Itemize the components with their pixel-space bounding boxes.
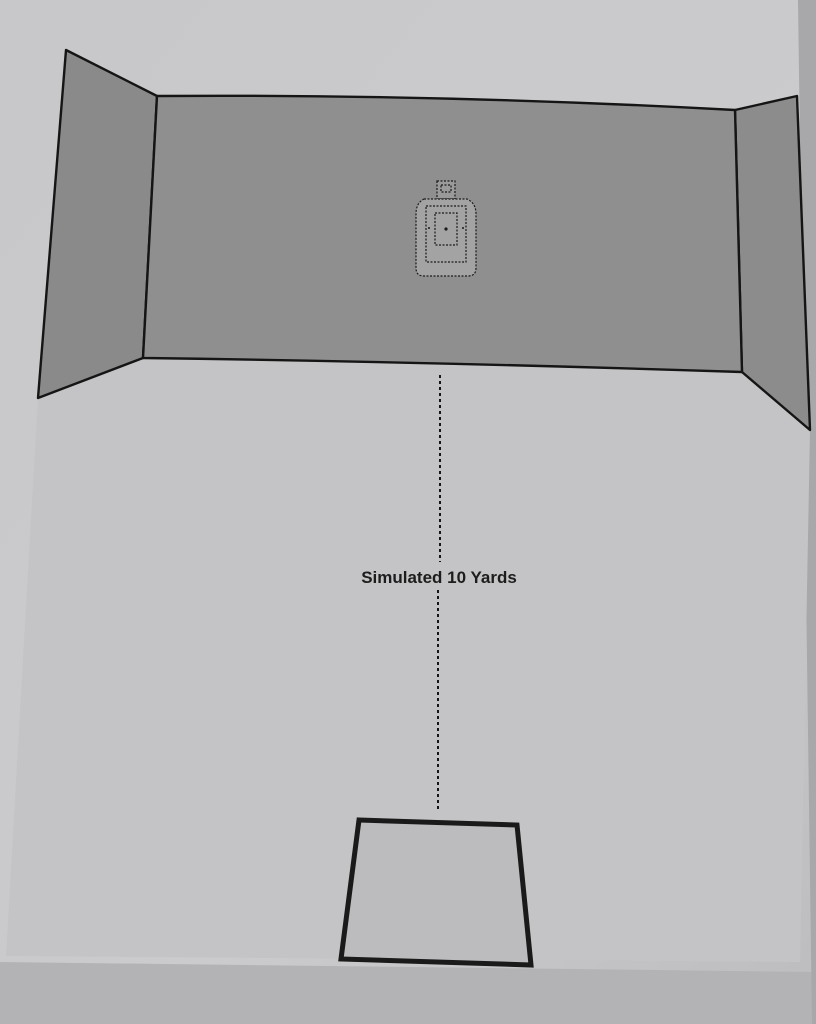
shooting-position-box xyxy=(338,817,534,968)
range-floor xyxy=(6,358,810,962)
distance-label: Simulated 10 Yards xyxy=(361,568,517,587)
page-bottom-edge xyxy=(0,962,816,1024)
silhouette-target-icon xyxy=(415,180,477,277)
